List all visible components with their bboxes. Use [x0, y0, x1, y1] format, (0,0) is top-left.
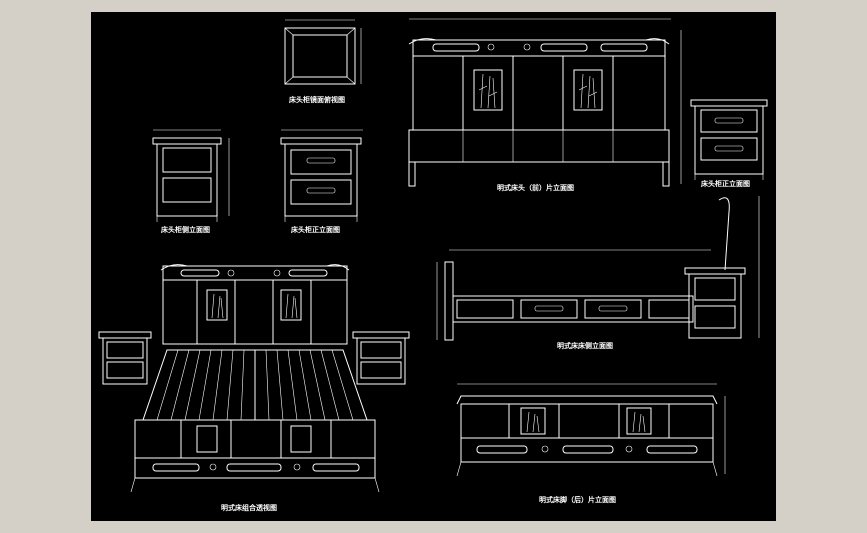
bamboo-carving-icon: [573, 69, 603, 111]
bed-slat: [184, 349, 201, 421]
bamboo-carving-icon: [626, 407, 652, 435]
floral-inlay-icon: [209, 463, 217, 471]
nightstand-right-view: 床头柜正立面图: [690, 99, 768, 188]
bed-combo-view: 明式床组合透视图: [98, 264, 410, 512]
nightstand-front-view: 床头柜正立面图: [280, 129, 363, 234]
headboard-front-view: 明式床头（前）片立面图: [408, 18, 682, 192]
label-footboard-front: 明式床脚（后）片立面图: [539, 495, 616, 504]
floral-inlay-icon: [625, 445, 633, 453]
floral-inlay-icon: [293, 463, 301, 471]
bed-slat: [276, 349, 284, 421]
label-nightstand-front: 床头柜正立面图: [291, 225, 340, 234]
label-bed-combo: 明式床组合透视图: [221, 503, 277, 512]
floral-inlay-icon: [541, 445, 549, 453]
nightstand-left-view: 床头柜侧立面图: [152, 129, 230, 234]
bed-slat: [240, 349, 245, 421]
bed-slats: [156, 349, 354, 421]
bed-slat: [226, 349, 234, 421]
label-mirror-frame: 床头柜镜面俯视图: [289, 95, 345, 104]
label-nightstand-side: 床头柜正立面图: [701, 179, 750, 188]
bed-slat: [309, 349, 326, 421]
label-nightstand-left: 床头柜侧立面图: [161, 225, 210, 234]
bamboo-carving-icon: [196, 425, 218, 453]
bamboo-carving-icon: [280, 289, 302, 321]
bed-side-view: 明式床床侧立面图: [436, 196, 760, 350]
bed-slat: [298, 349, 312, 421]
label-bed-side: 明式床床侧立面图: [557, 341, 613, 350]
bed-slat: [287, 349, 298, 421]
bed-slat: [170, 349, 190, 421]
footboard-front-view: 明式床脚（后）片立面图: [456, 383, 726, 504]
bed-slat: [331, 349, 354, 421]
mirror-frame-view: 床头柜镜面俯视图: [284, 19, 362, 104]
bed-slat: [265, 349, 270, 421]
drawing-canvas[interactable]: 床头柜镜面俯视图: [91, 12, 776, 521]
label-headboard-front: 明式床头（前）片立面图: [497, 183, 574, 192]
bed-slat: [198, 349, 212, 421]
bamboo-carving-icon: [473, 69, 503, 111]
bed-slat: [320, 349, 340, 421]
bed-slat: [212, 349, 223, 421]
bamboo-carving-icon: [206, 289, 228, 321]
bamboo-carving-icon: [290, 425, 312, 453]
cad-drawing: 床头柜镜面俯视图: [98, 18, 768, 512]
bed-slat: [156, 349, 179, 421]
bamboo-carving-icon: [520, 407, 546, 435]
